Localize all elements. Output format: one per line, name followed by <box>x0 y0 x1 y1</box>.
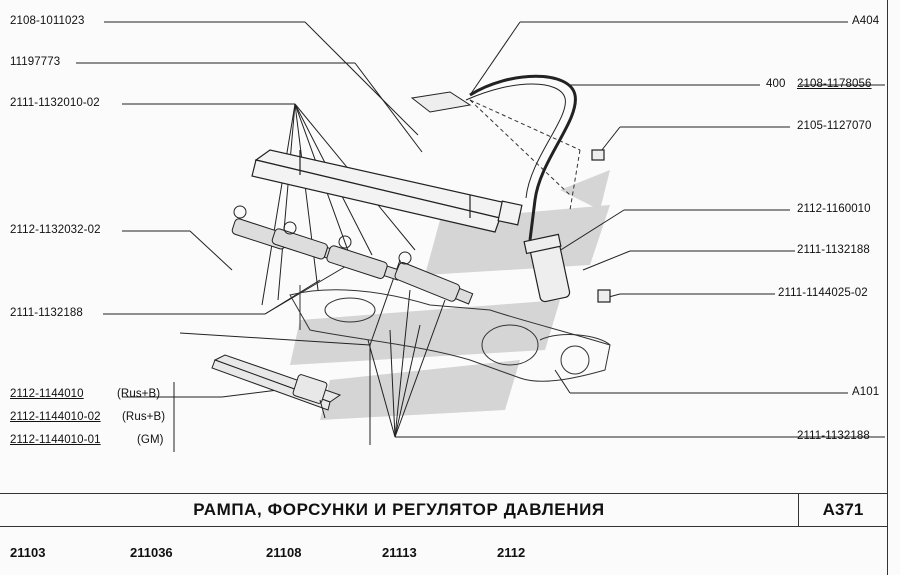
frame-right-border <box>887 0 888 575</box>
intake-manifold <box>289 285 611 382</box>
title-divider <box>798 494 799 526</box>
variant-2-number: 2112-1144010-02 <box>10 411 101 423</box>
callout-11197773: 11197773 <box>10 56 61 68</box>
callout-2111-1132188-bottom: 2111-1132188 <box>797 430 870 442</box>
callout-2108-1011023: 2108-1011023 <box>10 15 85 27</box>
model-211036: 211036 <box>130 545 173 560</box>
fuel-rail <box>251 149 523 233</box>
variant-note-2: (Rus+B) <box>122 411 166 423</box>
callout-2111-1132010-02: 2111-1132010-02 <box>10 97 100 109</box>
model-21108: 21108 <box>266 545 302 560</box>
variant-3-number: 2112-1144010-01 <box>10 434 101 446</box>
title-band: РАМПА, ФОРСУНКИ И РЕГУЛЯТОР ДАВЛЕНИЯ A37… <box>0 493 888 527</box>
callout-2112-1160010: 2112-1160010 <box>797 203 871 215</box>
return-pipe <box>410 91 472 113</box>
callout-a404: A404 <box>852 15 880 27</box>
model-2112: 2112 <box>497 545 526 560</box>
injectors <box>231 205 474 305</box>
leader-lines <box>76 21 885 452</box>
variant-1-number: 2112-1144010 <box>10 388 84 400</box>
variant-note-1: (Rus+B) <box>117 388 161 400</box>
callout-2111-1144025-02: 2111-1144025-02 <box>778 287 868 299</box>
assembly-dashes <box>469 99 581 211</box>
model-21113: 21113 <box>382 545 417 560</box>
variant-part-1: 2112-1144010 <box>10 388 84 400</box>
page-title: РАМПА, ФОРСУНКИ И РЕГУЛЯТОР ДАВЛЕНИЯ <box>193 500 605 519</box>
variant-part-2: 2112-1144010-02 <box>10 411 101 423</box>
callout-2112-1132032-02: 2112-1132032-02 <box>10 224 101 236</box>
callout-a101: A101 <box>852 386 880 398</box>
callout-2111-1132188-right: 2111-1132188 <box>797 244 870 256</box>
callout-qty-400: 400 <box>766 78 786 90</box>
pressure-regulator <box>465 74 611 303</box>
model-21103: 21103 <box>10 545 46 560</box>
callout-2111-1132188-left: 2111-1132188 <box>10 307 83 319</box>
alternate-rail <box>211 354 342 419</box>
variant-part-3: 2112-1144010-01 <box>10 434 101 446</box>
variant-note-3: (GM) <box>137 434 164 446</box>
callout-2105-1127070: 2105-1127070 <box>797 120 872 132</box>
diagram-code: A371 <box>822 500 864 519</box>
callout-2108-1178056: 2108-1178056 <box>797 78 872 90</box>
